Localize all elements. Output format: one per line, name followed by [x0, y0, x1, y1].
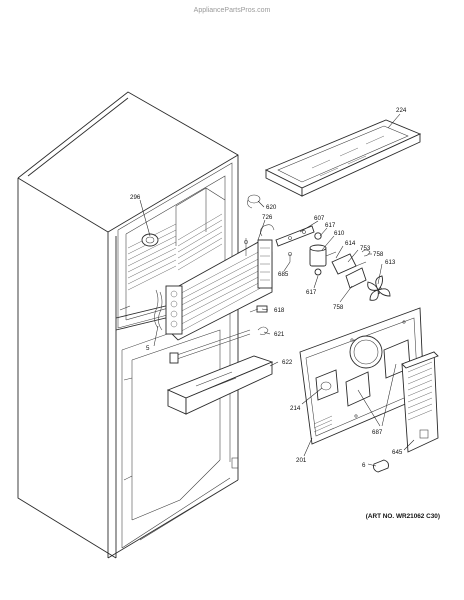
callout-610: 610: [334, 230, 345, 237]
callout-726: 726: [262, 214, 273, 221]
defrost-wire-5: [154, 289, 163, 331]
callout-leader-lines: [139, 113, 415, 467]
grille-cover-645: [401, 351, 439, 453]
callout-5: 5: [146, 345, 150, 352]
callout-607: 607: [314, 215, 325, 222]
callout-645: 645: [392, 449, 403, 456]
watermark-text: AppliancePartsPros.com: [194, 7, 271, 14]
callout-6: 6: [362, 462, 366, 469]
callout-622: 622: [282, 359, 293, 366]
callout-687: 687: [372, 429, 383, 436]
bracket-618: [249, 305, 268, 313]
callout-758-upper: 758: [373, 251, 384, 258]
harness-loop-620: [247, 194, 261, 209]
callout-620: 620: [266, 204, 277, 211]
evaporator-coil: [165, 224, 275, 341]
art-number: (ART NO. WR21062 C30): [366, 513, 440, 520]
callout-613: 613: [385, 259, 396, 266]
light-socket-296: [141, 233, 159, 247]
callout-617-lower: 617: [306, 289, 317, 296]
callout-614: 614: [345, 240, 356, 247]
callout-758-lower: 758: [333, 304, 344, 311]
callout-685: 685: [278, 271, 289, 278]
callout-labels: 224 296 620 726 607 617 610 614 753 758 …: [130, 107, 407, 469]
callout-296: 296: [130, 194, 141, 201]
callout-214: 214: [290, 405, 301, 412]
callout-621: 621: [274, 331, 285, 338]
callout-201: 201: [296, 457, 307, 464]
drain-trough-622: [166, 355, 274, 415]
fan-motor-assembly: [275, 225, 391, 301]
fan-blade-613: [367, 275, 391, 301]
callout-753: 753: [360, 245, 371, 252]
callout-618: 618: [274, 307, 285, 314]
shelf-cover-224: [264, 119, 422, 197]
screw-6: [373, 459, 389, 473]
callout-224: 224: [396, 107, 407, 114]
heater-wire-621: [169, 326, 269, 364]
callout-617-upper: 617: [325, 222, 336, 229]
